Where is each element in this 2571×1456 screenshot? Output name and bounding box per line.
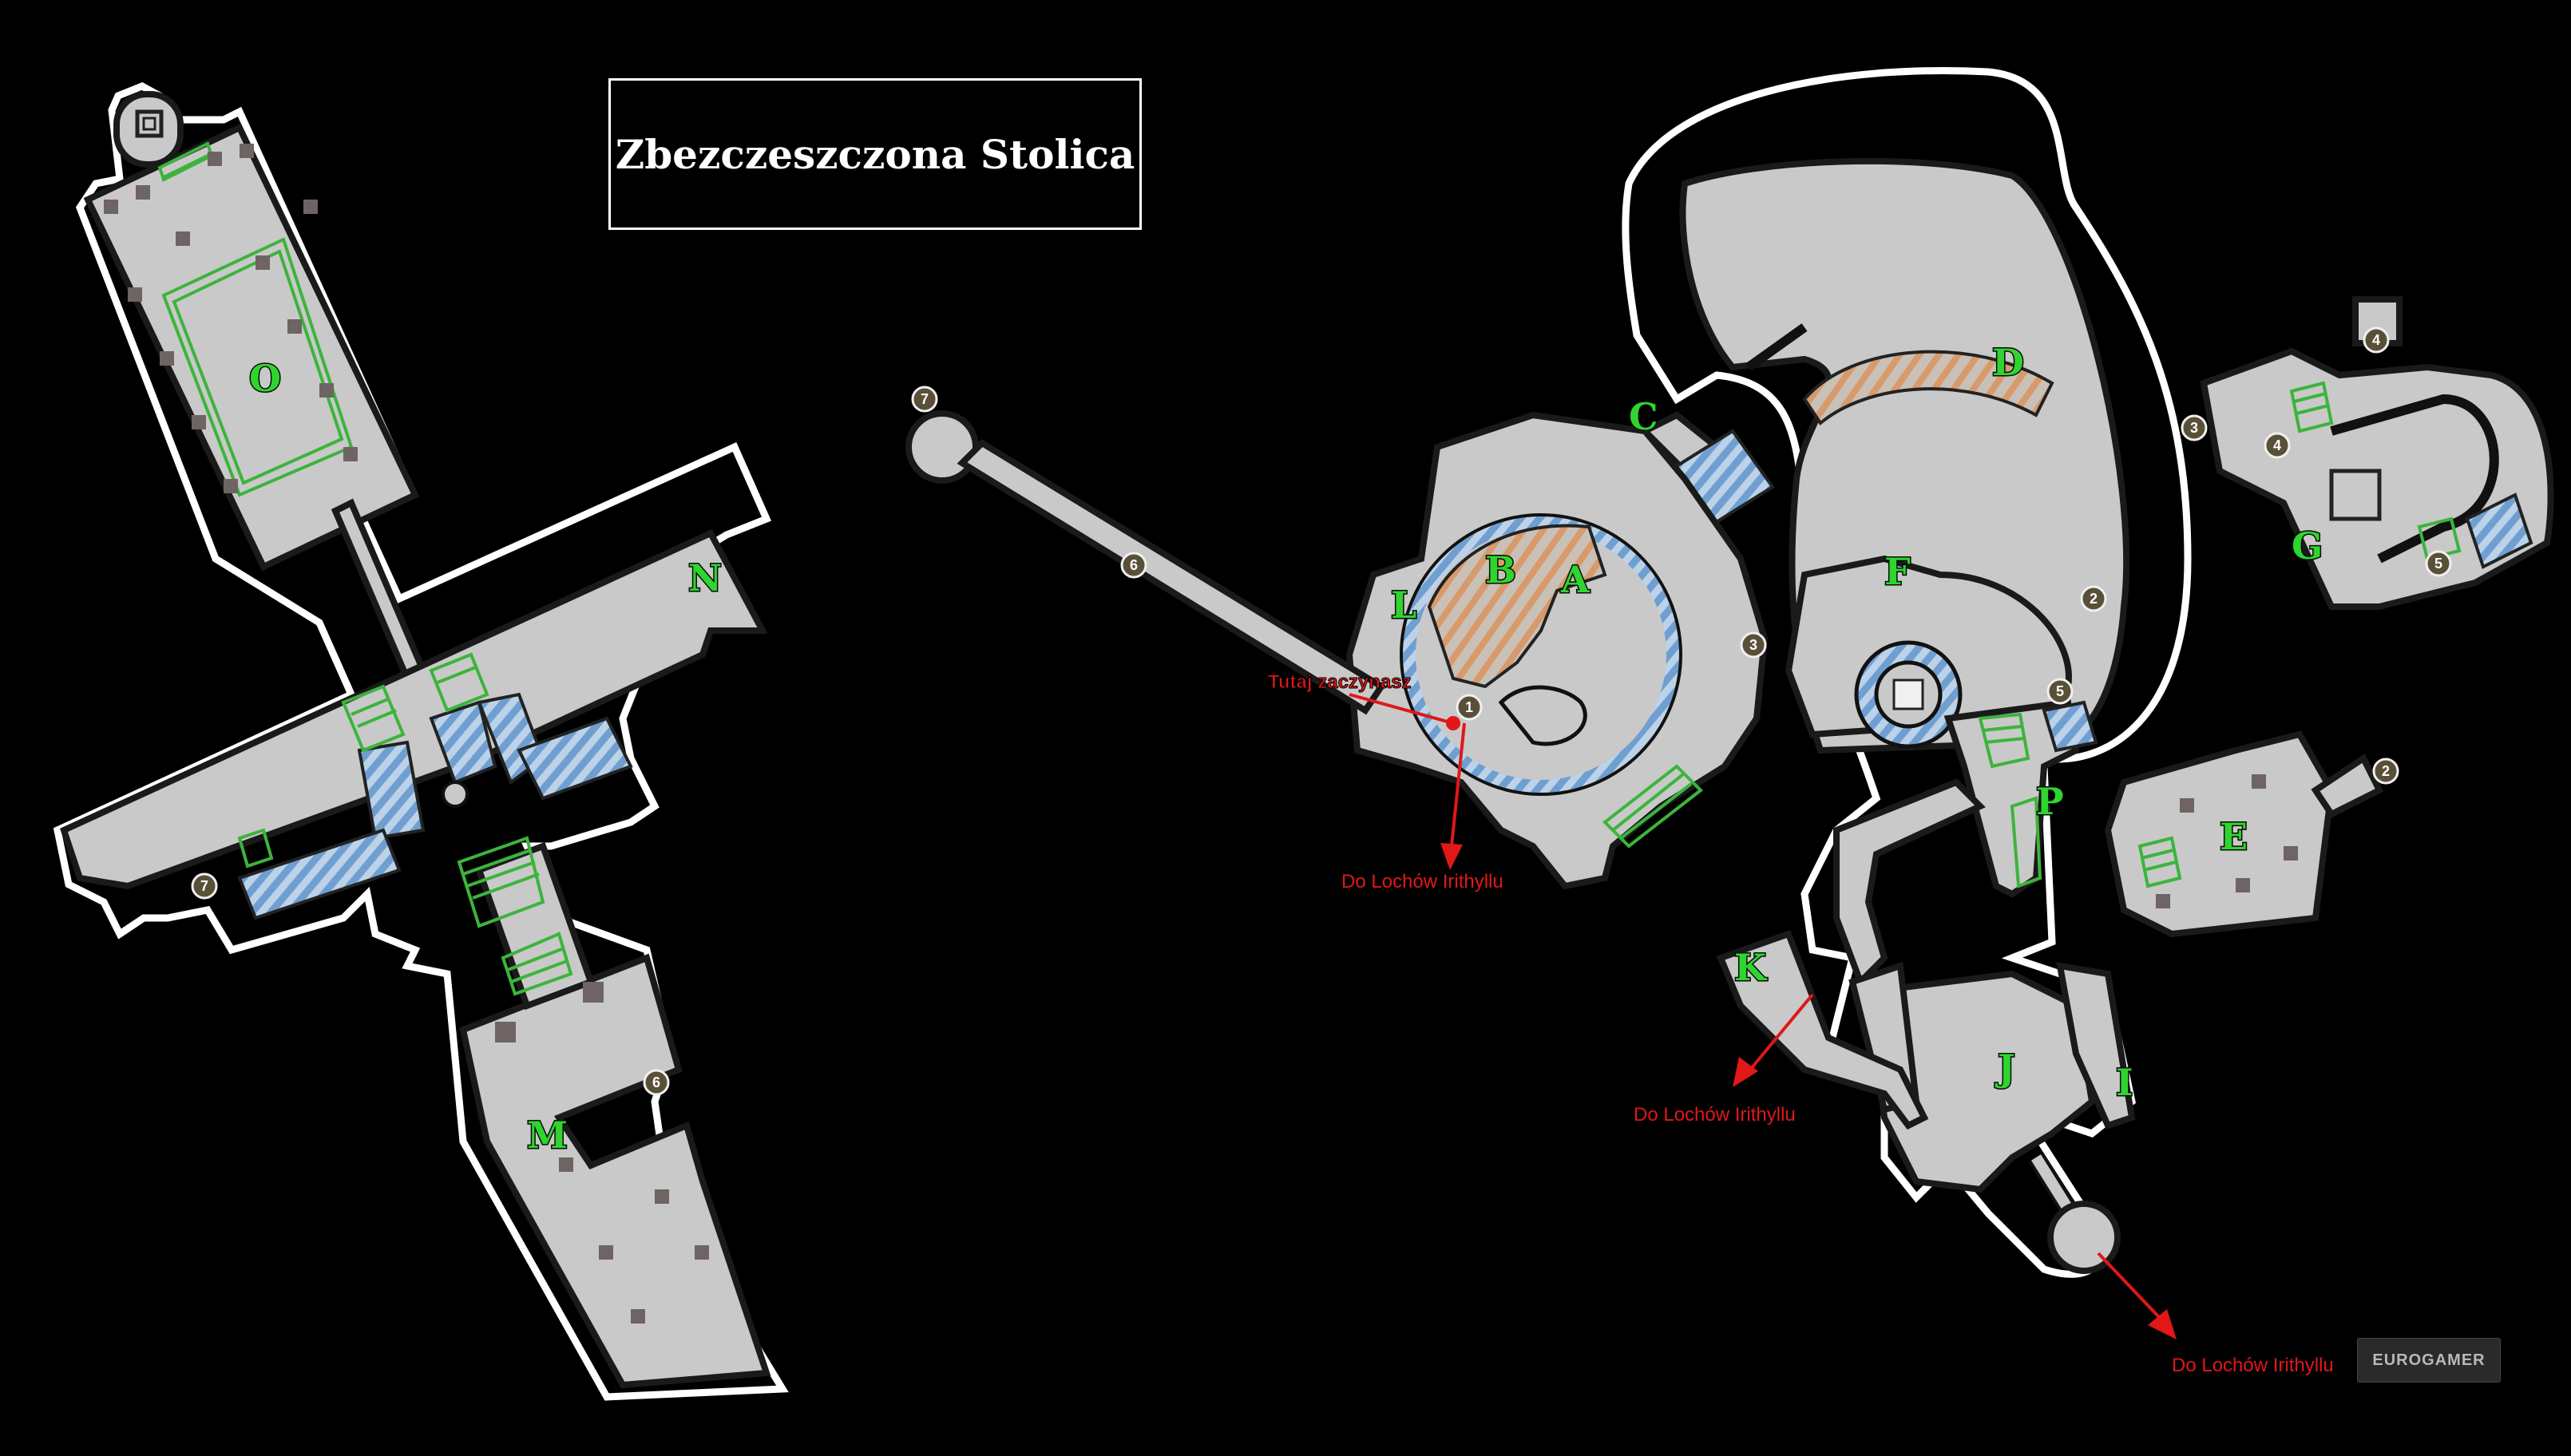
marker-2b: 2 [2372,758,2399,785]
svg-text:2: 2 [2090,591,2098,607]
label-c: C [1629,395,1658,438]
exit-arrow-1 [1450,722,1466,847]
start-label: Tutaj zaczynasz [1268,671,1412,693]
marker-7a: 7 [911,386,938,413]
exit-arrow-2 [1749,993,1814,1071]
exit-label-1: Do Lochów Irithyllu [1341,871,1503,892]
arena-ring [1403,516,1679,793]
arena-hazard [1427,524,1607,689]
svg-text:7: 7 [200,878,208,894]
pillars-m [495,982,709,1323]
label-m: M [527,1114,568,1157]
area-k-corridor [1716,929,1929,1130]
exit-label-3: Do Lochów Irithyllu [2172,1355,2334,1376]
marker-7b: 7 [191,872,218,900]
svg-text:7: 7 [921,391,929,407]
area-n-arm [60,528,768,890]
watermark-text: EUROGAMER [2372,1351,2486,1369]
svg-text:4: 4 [2372,332,2380,348]
eurogamer-logo: EUROGAMER [2357,1338,2501,1383]
stairs-left [237,652,573,996]
marker-5b: 5 [2425,550,2452,577]
label-o: O [249,357,281,400]
marker-2a: 2 [2080,585,2107,612]
area-e-room [2104,730,2335,938]
label-g: G [2292,524,2323,568]
marker-5a: 5 [2046,678,2074,705]
label-i: I [2116,1061,2133,1104]
map-title: Zbezczeszczona Stolica [615,130,1135,178]
label-p: P [2036,780,2064,823]
label-j: J [1995,1046,2015,1090]
route-annotations: Tutaj zaczynasz Do Lochów Irithyllu Do L… [1268,671,2334,1377]
svg-text:6: 6 [1130,557,1138,573]
number-markers: 1 2 2 3 3 4 4 5 5 6 6 7 7 [191,326,2452,1096]
left-map-section [53,82,789,1401]
map-title-box: Zbezczeszczona Stolica [608,78,1142,230]
cave-outline [1622,67,2192,1278]
svg-text:3: 3 [2190,420,2198,436]
label-n: N [688,556,722,599]
marker-3a: 3 [1740,631,1767,659]
label-f: F [1884,550,1911,593]
pillars-e [2156,774,2298,908]
label-a: A [1560,558,1591,601]
area-m-arm [459,953,771,1389]
area-g-room [2200,347,2554,610]
label-l: L [1391,584,1416,627]
right-map-section [905,67,2554,1278]
marker-3b: 3 [2181,414,2208,441]
svg-text:3: 3 [1749,637,1757,653]
exit-arrow-3 [2097,1252,2161,1319]
area-i-corridor [2056,962,2136,1130]
svg-text:1: 1 [1465,699,1473,715]
label-b: B [1485,548,1516,592]
corridor-6 [957,438,1386,715]
label-d: D [1992,341,2024,384]
marker-1: 1 [1456,694,1483,721]
pillars-o [104,144,358,493]
marker-4a: 4 [2363,326,2390,354]
label-k: K [1734,946,1768,989]
svg-text:6: 6 [652,1074,660,1090]
marker-4b: 4 [2264,432,2291,459]
svg-text:4: 4 [2273,437,2281,453]
svg-text:5: 5 [2434,556,2442,572]
area-labels: A B C D E F G I J K L M N O P [248,340,2324,1158]
label-e: E [2220,815,2248,858]
svg-text:5: 5 [2056,683,2064,699]
exit-label-2: Do Lochów Irithyllu [1634,1104,1796,1126]
marker-6b: 6 [643,1069,670,1096]
marker-6a: 6 [1120,552,1147,579]
round-room-7 [905,410,979,484]
svg-text:2: 2 [2382,763,2390,779]
